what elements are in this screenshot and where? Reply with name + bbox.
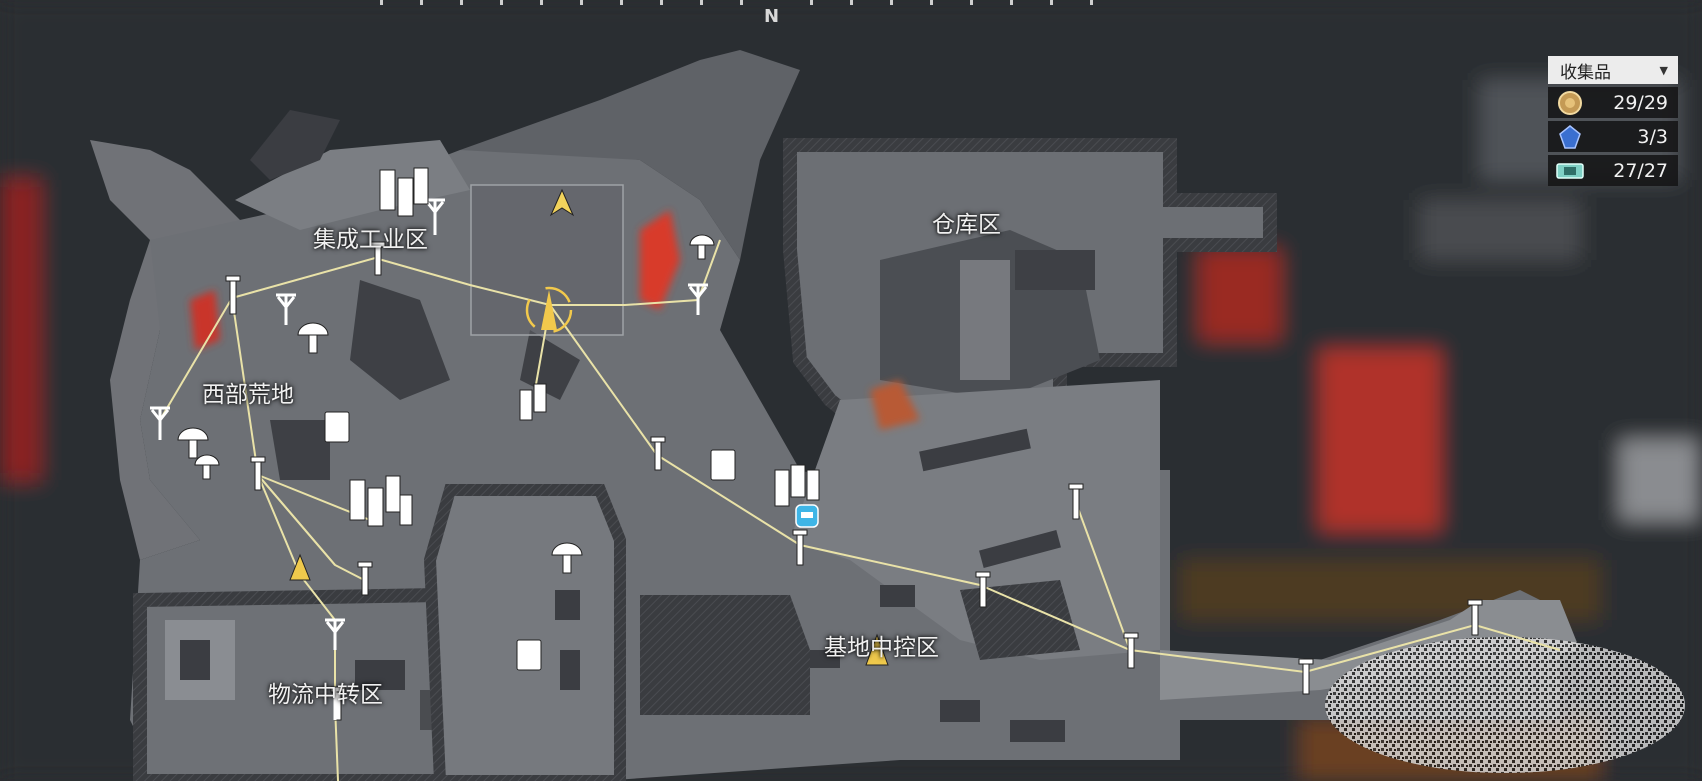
collectible-count-coins: 29/29 — [1613, 91, 1668, 114]
mushroom-icons — [177, 234, 715, 574]
region-label-base[interactable]: 基地中控区 — [824, 635, 939, 661]
collectible-count-crystals: 3/3 — [1637, 125, 1668, 148]
collectibles-panel: 收集品 ▼ 29/29 3/3 27/27 — [1548, 56, 1678, 186]
collectibles-dropdown[interactable]: 收集品 ▼ — [1548, 56, 1678, 84]
scanner-icon — [795, 504, 819, 528]
gear-cluster-icons — [349, 167, 820, 527]
collectible-row-crates: 27/27 — [1548, 155, 1678, 186]
region-label-industrial[interactable]: 集成工业区 — [313, 227, 428, 253]
coin-icon — [1554, 90, 1586, 116]
player-position-icon — [525, 286, 573, 334]
antenna-icons — [150, 198, 708, 720]
document-icons — [324, 411, 736, 671]
waypoint-arrow-icon — [549, 188, 575, 217]
supply-crate-icon — [1554, 158, 1586, 184]
hazard-zones — [190, 210, 920, 430]
region-label-logistics[interactable]: 物流中转区 — [268, 682, 383, 708]
collectible-row-coins: 29/29 — [1548, 87, 1678, 118]
region-label-west[interactable]: 西部荒地 — [202, 382, 294, 408]
signal-triangle-icons — [289, 553, 889, 666]
collectible-row-crystals: 3/3 — [1548, 121, 1678, 152]
compass-ticks — [380, 0, 1093, 5]
region-label-warehouse[interactable]: 仓库区 — [932, 212, 1001, 238]
teleport-tower-icons — [225, 241, 1483, 721]
compass-north: N — [764, 6, 780, 27]
collectible-count-crates: 27/27 — [1613, 159, 1668, 182]
collectibles-dropdown-label: 收集品 — [1560, 62, 1611, 83]
static-noise-zone — [1325, 637, 1685, 773]
chevron-down-icon: ▼ — [1659, 63, 1668, 77]
blue-crystal-icon — [1554, 124, 1586, 150]
